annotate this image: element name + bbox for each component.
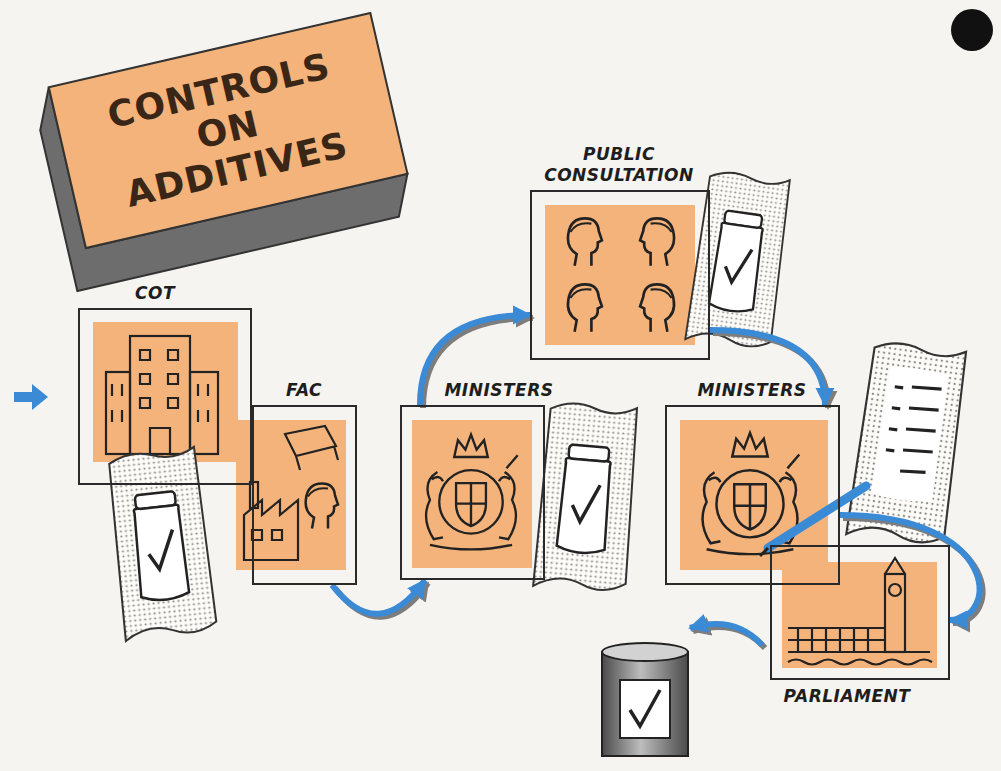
- process-box: MINISTERS: [665, 405, 840, 585]
- can-body: [602, 652, 688, 756]
- can-top: [602, 643, 688, 661]
- arrow-line: [332, 580, 425, 614]
- box-heading: PARLIAMENT: [767, 686, 927, 707]
- tower-spire: [885, 558, 905, 574]
- river-waves: [788, 660, 932, 665]
- factory-drawing: [244, 426, 338, 560]
- pen-tip: [760, 548, 768, 556]
- box-heading: MINISTERS: [424, 380, 574, 401]
- person-head: [306, 484, 338, 529]
- check-mark: [630, 690, 660, 726]
- building-wing: [106, 372, 130, 454]
- process-box: FAC: [252, 405, 357, 585]
- mirrored-heads: [640, 218, 674, 331]
- box-heading: FAC: [249, 380, 359, 401]
- diagram-title: CONTROLS ON ADDITIVES: [83, 41, 373, 220]
- tower-clock: [889, 584, 901, 596]
- entry-arrow: [14, 384, 48, 410]
- arrow-line: [840, 515, 979, 620]
- parliament-drawing: [788, 558, 932, 665]
- output-arrow: [690, 624, 762, 645]
- orange-panel: [680, 420, 828, 570]
- flow-arrow: [332, 580, 428, 617]
- process-box: MINISTERS: [400, 405, 545, 580]
- royal-crest: [426, 435, 518, 550]
- process-box: PUBLIC CONSULTATION: [530, 190, 710, 360]
- arrow-shadow: [843, 518, 982, 623]
- title-block: [31, 13, 416, 291]
- block-face: [49, 13, 408, 248]
- product-crate: [285, 426, 338, 470]
- building-drawing: [106, 336, 218, 454]
- person-head: [568, 218, 602, 265]
- factory-windows: [252, 530, 282, 540]
- can-label: [620, 680, 670, 738]
- approval-document: [533, 401, 641, 594]
- process-box: COT: [78, 308, 252, 485]
- person-head: [640, 218, 674, 265]
- clock-tower: [885, 574, 905, 652]
- orange-panel: [412, 420, 532, 568]
- orange-panel: [545, 205, 695, 345]
- building-wing: [190, 372, 218, 454]
- flow-arrow: [840, 515, 982, 623]
- orange-panel: [93, 322, 238, 462]
- block-shadow: [31, 13, 416, 291]
- process-box: PARLIAMENT: [770, 545, 950, 680]
- box-heading: COT: [100, 283, 210, 304]
- box-heading: MINISTERS: [677, 380, 827, 401]
- approval-document: [685, 169, 793, 351]
- person-head: [568, 284, 602, 331]
- box-heading: PUBLIC CONSULTATION: [529, 144, 709, 186]
- corner-dot: [951, 9, 993, 51]
- approval-document: [106, 446, 217, 641]
- orange-panel: [782, 562, 937, 668]
- parliament-building: [788, 628, 930, 652]
- building-windows: [112, 350, 208, 454]
- person-head: [640, 284, 674, 331]
